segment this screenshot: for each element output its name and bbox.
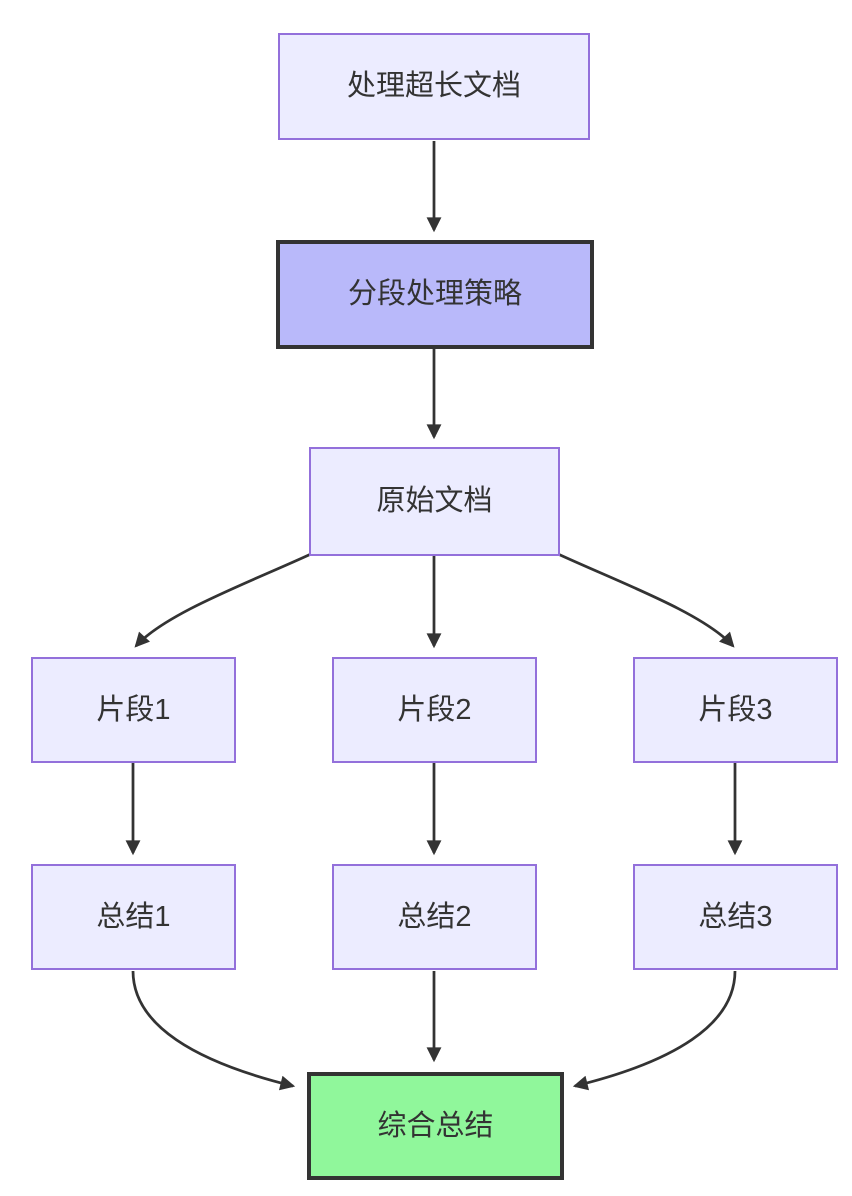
node-sum1-label: 总结1 (96, 900, 171, 933)
node-strategy-label: 分段处理策略 (347, 278, 522, 311)
node-final: 综合总结 (307, 1072, 564, 1180)
edge-original-frag1 (134, 552, 312, 648)
edge-original-frag3 (557, 552, 735, 648)
node-process-doc-label: 处理超长文档 (346, 70, 521, 103)
node-frag2: 片段2 (332, 657, 537, 763)
edge-sum1-final (131, 970, 296, 1091)
edge-sum3-final (572, 970, 737, 1091)
node-original-label: 原始文档 (376, 485, 493, 518)
node-final-label: 综合总结 (377, 1109, 494, 1142)
node-frag3-label: 片段3 (698, 693, 773, 726)
node-sum2: 总结2 (332, 864, 537, 970)
node-strategy: 分段处理策略 (276, 240, 594, 349)
node-frag1-label: 片段1 (96, 693, 171, 726)
node-sum3: 总结3 (633, 864, 838, 970)
node-sum1: 总结1 (31, 864, 236, 970)
node-frag3: 片段3 (633, 657, 838, 763)
node-original: 原始文档 (309, 447, 560, 556)
node-frag2-label: 片段2 (397, 693, 472, 726)
node-sum3-label: 总结3 (698, 900, 773, 933)
node-frag1: 片段1 (31, 657, 236, 763)
node-process-doc: 处理超长文档 (278, 33, 590, 140)
node-sum2-label: 总结2 (397, 900, 472, 933)
